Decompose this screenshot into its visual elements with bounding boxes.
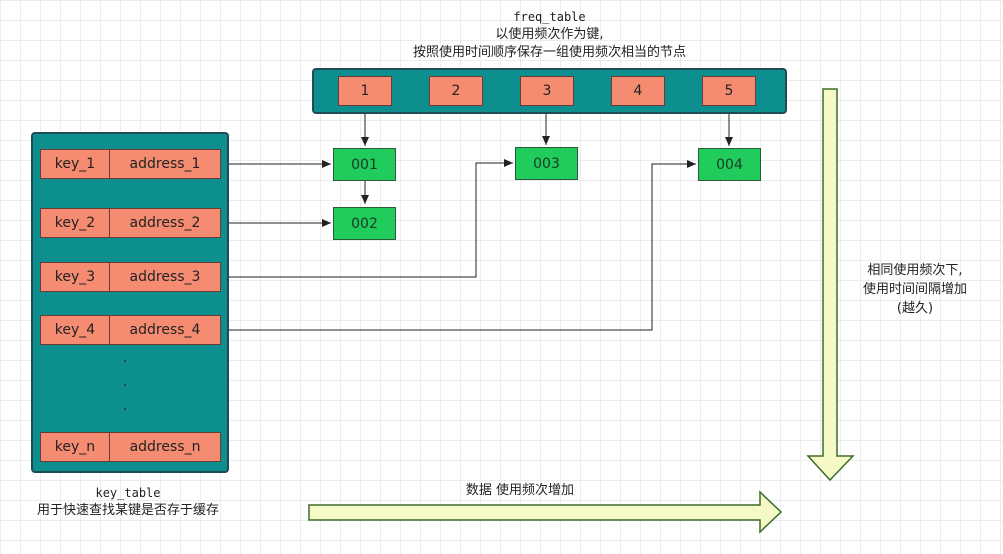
key-cell-2: key_2 <box>40 208 110 238</box>
freq-cell-5: 5 <box>702 76 756 106</box>
node-002: 002 <box>333 207 396 240</box>
edge-key4-to-004 <box>221 160 696 331</box>
ellipsis-dot: . <box>122 374 128 390</box>
freq-cell-1: 1 <box>338 76 392 106</box>
freq-table-title: freq_table <box>513 10 586 24</box>
ellipsis-dot: . <box>122 350 128 366</box>
key-table <box>31 132 229 473</box>
address-cell-4: address_4 <box>109 315 221 345</box>
key-table-subtitle: 用于快速查找某键是否存于缓存 <box>36 503 219 518</box>
freq-cell-2: 2 <box>429 76 483 106</box>
vertical-arrow-label-3: (越久) <box>896 301 934 316</box>
address-cell-n: address_n <box>109 432 221 462</box>
key-table-title: key_table <box>95 486 161 500</box>
key-cell-3: key_3 <box>40 262 110 292</box>
address-cell-2: address_2 <box>109 208 221 238</box>
ellipsis-dot: . <box>122 398 128 414</box>
node-003: 003 <box>515 147 578 180</box>
vertical-time-arrow <box>806 88 855 482</box>
freq-cell-3: 3 <box>520 76 574 106</box>
horizontal-arrow-label: 数据 使用频次增加 <box>465 483 575 498</box>
address-cell-3: address_3 <box>109 262 221 292</box>
key-cell-n: key_n <box>40 432 110 462</box>
edge-key3-to-003 <box>221 159 513 278</box>
freq-table-subtitle-1: 以使用频次作为键, <box>495 27 604 42</box>
address-cell-1: address_1 <box>109 149 221 179</box>
key-cell-4: key_4 <box>40 315 110 345</box>
freq-table-subtitle-2: 按照使用时间顺序保存一组使用频次相当的节点 <box>412 45 686 60</box>
node-001: 001 <box>333 148 396 181</box>
vertical-arrow-label-1: 相同使用频次下, <box>867 263 963 278</box>
freq-cell-4: 4 <box>611 76 665 106</box>
vertical-arrow-label-2: 使用时间间隔增加 <box>862 282 967 297</box>
key-cell-1: key_1 <box>40 149 110 179</box>
node-004: 004 <box>698 148 761 181</box>
horizontal-frequency-arrow <box>308 490 783 534</box>
